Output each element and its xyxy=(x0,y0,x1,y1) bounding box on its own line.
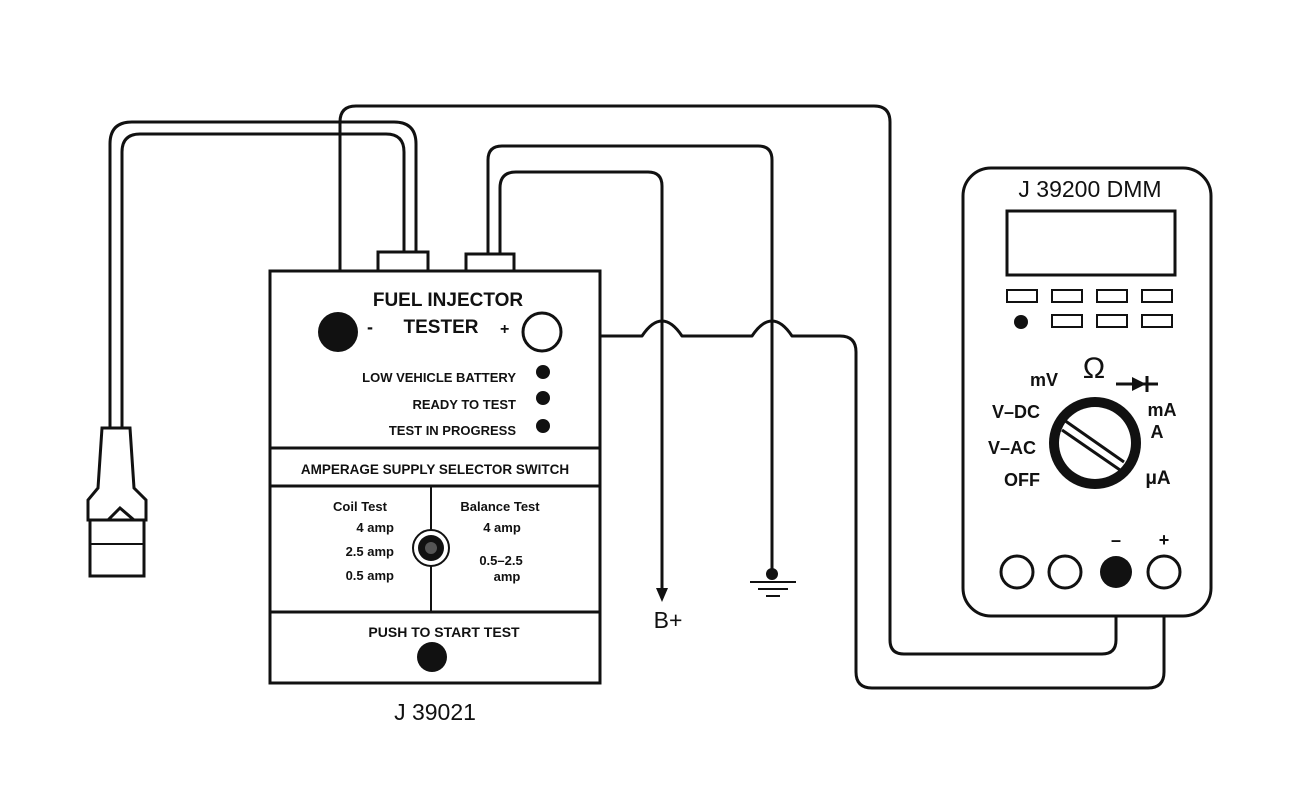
tester-minus-label: - xyxy=(367,317,373,337)
dial-vac-label: V–AC xyxy=(988,438,1036,458)
dial-ma-label: mA xyxy=(1147,400,1176,420)
dmm-positive-jack[interactable] xyxy=(1146,554,1182,590)
dmm-button[interactable] xyxy=(1051,314,1083,328)
injector-cable xyxy=(108,120,418,430)
indicator-ready-led xyxy=(536,391,550,405)
dmm-button[interactable] xyxy=(1141,314,1173,328)
dmm-button-row-1 xyxy=(1006,289,1173,303)
push-to-start-button[interactable] xyxy=(417,642,447,672)
dial-mv-label: mV xyxy=(1030,370,1058,390)
push-to-start-label: PUSH TO START TEST xyxy=(368,624,520,640)
dial-ua-label: μA xyxy=(1145,468,1171,489)
dmm-button[interactable] xyxy=(1096,314,1128,328)
tester-cable-boot-left xyxy=(376,250,430,274)
dmm-rotary-dial[interactable] xyxy=(1049,397,1141,489)
tester-title-line2: TESTER xyxy=(404,317,479,338)
battery-cable xyxy=(486,144,774,602)
amperage-selector-knob[interactable] xyxy=(412,529,450,567)
ground-icon xyxy=(750,568,796,597)
coil-test-option: 4 amp xyxy=(356,520,394,535)
digital-multimeter: J 39200 DMM mV Ω V–DC mA A V–AC OFF μA xyxy=(961,166,1213,618)
balance-test-title: Balance Test xyxy=(460,499,540,514)
dmm-power-indicator xyxy=(1014,315,1028,329)
dial-vdc-label: V–DC xyxy=(992,402,1040,422)
positive-lead xyxy=(558,319,1166,690)
tester-part-number: J 39021 xyxy=(394,699,476,725)
fuel-injector-tester: FUEL INJECTOR TESTER - + LOW VEHICLE BAT… xyxy=(268,250,602,685)
coil-test-title: Coil Test xyxy=(333,499,388,514)
negative-lead xyxy=(338,104,1118,656)
dmm-jack[interactable] xyxy=(999,554,1035,590)
tester-negative-terminal[interactable] xyxy=(318,312,358,352)
dial-a-label: A xyxy=(1151,422,1164,442)
dmm-button[interactable] xyxy=(1006,289,1038,303)
diode-icon xyxy=(1116,376,1158,392)
dial-off-label: OFF xyxy=(1004,470,1040,490)
dial-ohm-label: Ω xyxy=(1083,352,1105,385)
indicator-in-progress-led xyxy=(536,419,550,433)
dmm-plus-label: + xyxy=(1159,530,1170,550)
dmm-negative-jack[interactable] xyxy=(1100,556,1132,588)
indicator-low-battery-led xyxy=(536,365,550,379)
dmm-button[interactable] xyxy=(1141,289,1173,303)
tester-positive-terminal[interactable] xyxy=(521,311,563,353)
coil-test-option: 0.5 amp xyxy=(346,568,394,583)
balance-test-option: 0.5–2.5 xyxy=(479,553,522,568)
dmm-button-row-2 xyxy=(1014,314,1173,329)
balance-test-option: amp xyxy=(494,569,521,584)
injector-connector xyxy=(86,426,148,578)
dmm-display xyxy=(1005,209,1177,277)
dmm-title: J 39200 DMM xyxy=(1018,176,1161,202)
dmm-button[interactable] xyxy=(1051,289,1083,303)
dmm-button[interactable] xyxy=(1096,289,1128,303)
indicator-low-battery-label: LOW VEHICLE BATTERY xyxy=(362,370,516,385)
battery-label: B+ xyxy=(654,607,683,633)
tester-plus-label: + xyxy=(500,321,509,338)
b-plus-arrow-icon xyxy=(656,588,668,602)
balance-test-option: 4 amp xyxy=(483,520,521,535)
coil-test-option: 2.5 amp xyxy=(346,544,394,559)
selector-header: AMPERAGE SUPPLY SELECTOR SWITCH xyxy=(301,462,569,477)
tester-title-line1: FUEL INJECTOR xyxy=(373,290,524,311)
dmm-minus-label: – xyxy=(1111,530,1121,550)
indicator-in-progress-label: TEST IN PROGRESS xyxy=(389,423,516,438)
indicator-ready-label: READY TO TEST xyxy=(412,397,516,412)
dmm-jack[interactable] xyxy=(1047,554,1083,590)
tester-cable-boot-right xyxy=(464,252,516,274)
